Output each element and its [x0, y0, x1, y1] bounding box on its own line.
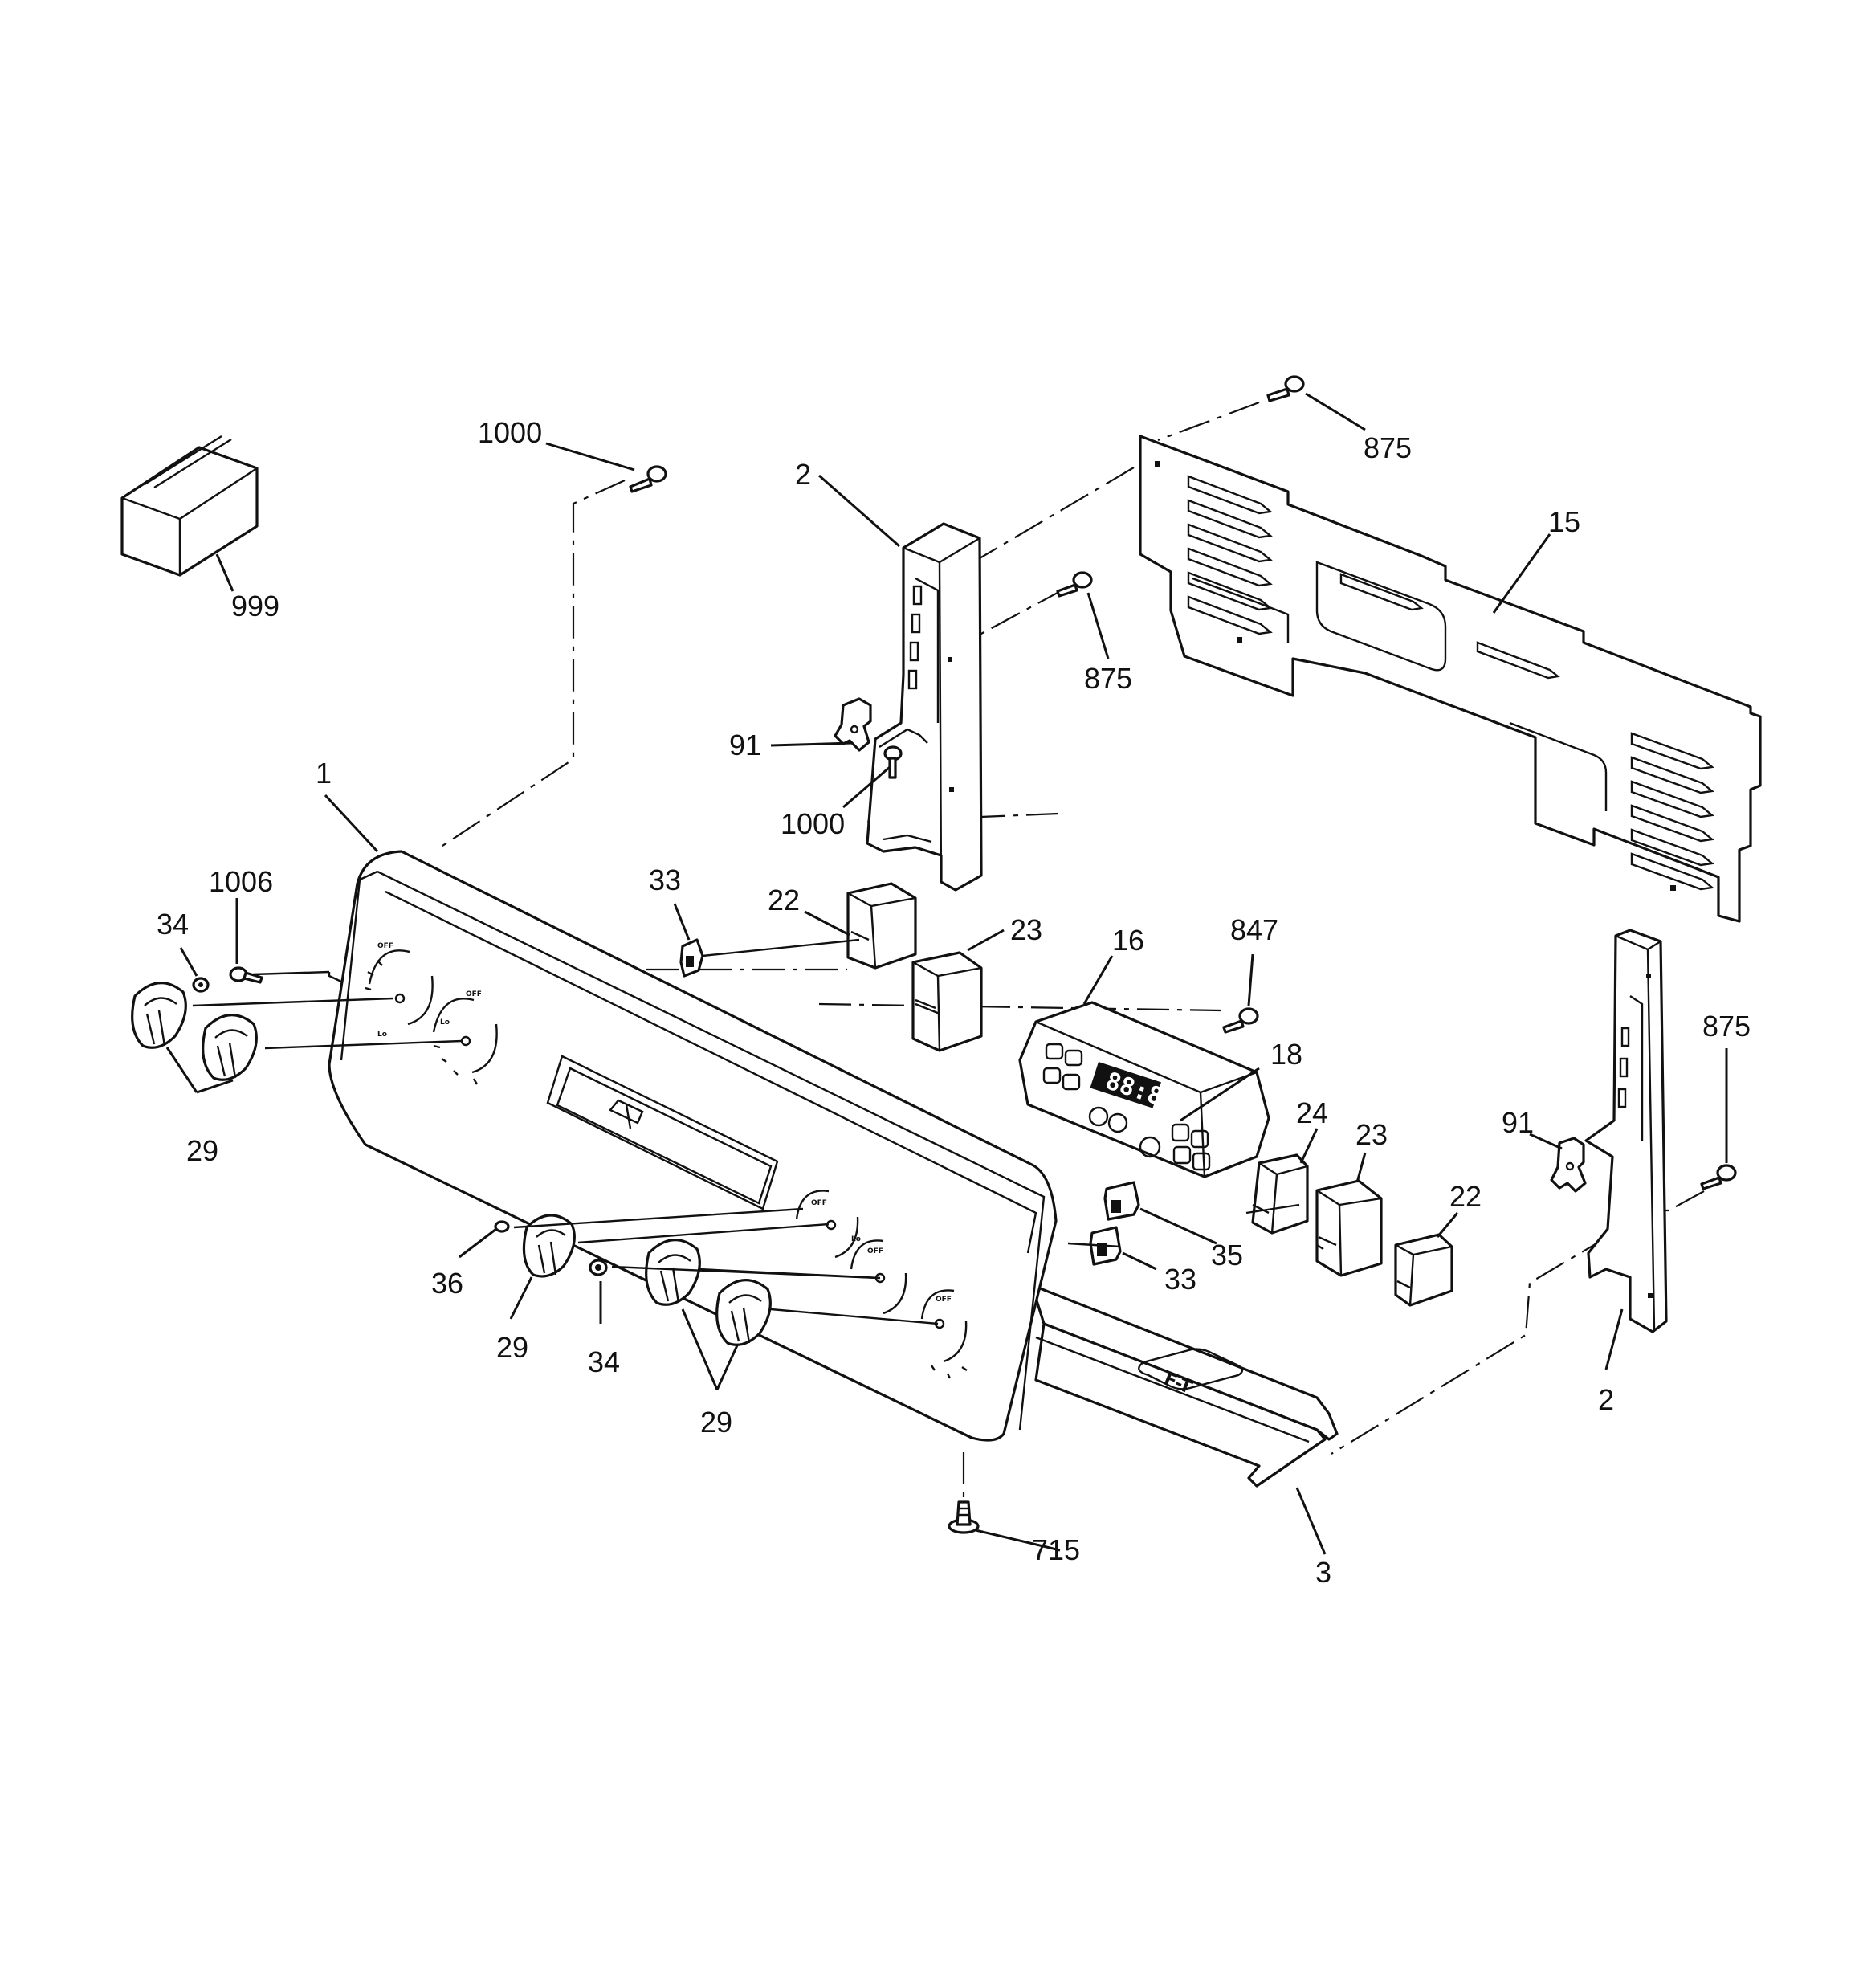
svg-text:OFF: OFF: [936, 1296, 952, 1304]
callout-35: 35: [1211, 1239, 1243, 1272]
knob-alignment-lines: [192, 938, 1324, 1325]
callout-2-right: 2: [1598, 1383, 1614, 1416]
callout-33-top: 33: [649, 863, 681, 896]
callout-23-bottom: 23: [1355, 1118, 1388, 1151]
part-29-knob-1: [131, 982, 187, 1049]
leader-lines: [165, 392, 1728, 1555]
dial-left-upper: OFF Lo: [365, 942, 434, 1039]
callout-91-left: 91: [729, 729, 761, 761]
callout-36: 36: [431, 1267, 463, 1300]
callout-33-bottom: 33: [1164, 1263, 1196, 1296]
screws: [229, 375, 1737, 1534]
callout-875-top: 875: [1364, 431, 1412, 464]
screw-875-right: [1700, 1164, 1737, 1190]
callout-1006: 1006: [209, 865, 273, 898]
dial-left-lower: OFF Lo: [432, 990, 498, 1085]
callout-23-top: 23: [1010, 913, 1042, 946]
callout-715: 715: [1032, 1533, 1080, 1566]
part-33-switch-top: [679, 938, 704, 978]
callout-847: 847: [1230, 913, 1278, 946]
callout-22-bottom: 22: [1449, 1180, 1482, 1213]
part-36-screw: [494, 1220, 510, 1233]
callout-34-left: 34: [157, 908, 189, 941]
display-window: [1090, 1062, 1161, 1108]
svg-text:OFF: OFF: [377, 942, 393, 950]
part-3-trim-rail: F-T: [1030, 1284, 1339, 1488]
part-34-nut-left: [192, 977, 210, 993]
screw-1000-top: [629, 465, 667, 493]
svg-text:OFF: OFF: [466, 990, 482, 998]
screw-847: [1222, 1007, 1259, 1034]
dial-right-1: OFF: [795, 1190, 859, 1259]
callout-15: 15: [1548, 505, 1580, 538]
callout-875-right: 875: [1702, 1010, 1751, 1043]
part-29-knob-4: [645, 1239, 701, 1306]
part-1-control-panel: OFF Lo OFF Lo OFF: [328, 850, 1058, 1442]
svg-text:Lo: Lo: [377, 1031, 387, 1039]
part-15-rear-panel: [1139, 435, 1762, 923]
callout-numbers: 999 1000 2 875 15 875 91 1000 1 1006 34 …: [157, 416, 1751, 1589]
control-touch-buttons: [1042, 1043, 1211, 1171]
part-22-switch-top: [846, 882, 917, 970]
screw-875-top: [1266, 375, 1305, 402]
screw-1006: [229, 966, 263, 984]
part-2-right-bracket: [1584, 929, 1668, 1333]
callout-91-right: 91: [1502, 1106, 1534, 1139]
panel-vent-slots: [1187, 475, 1714, 891]
part-2-left-bracket: [866, 522, 983, 892]
part-91-right-clip: [1550, 1137, 1587, 1193]
callout-29-bottom: 29: [700, 1406, 732, 1439]
part-34-nut-bottom: [589, 1259, 608, 1276]
knobs: [131, 982, 772, 1346]
dial-markings: OFF Lo OFF Lo OFF: [365, 942, 968, 1379]
part-23-switch-bottom: [1315, 1179, 1383, 1277]
part-24-switch: [1251, 1153, 1309, 1235]
part-91-left-clip: [834, 697, 872, 752]
callout-1000-mid: 1000: [781, 807, 845, 840]
part-22-switch-bottom: [1394, 1233, 1453, 1307]
callout-3: 3: [1315, 1556, 1331, 1589]
callout-24: 24: [1296, 1096, 1328, 1129]
part-999-box: [120, 435, 259, 577]
callout-29-left: 29: [186, 1134, 218, 1167]
callout-16: 16: [1112, 924, 1144, 957]
screw-875-mid: [1056, 571, 1093, 598]
callout-1: 1: [316, 757, 332, 790]
screw-715: [948, 1500, 980, 1534]
part-29-knob-2: [202, 1014, 258, 1081]
callout-875-mid: 875: [1084, 662, 1132, 695]
part-16-oven-control: 88:88: [1018, 1001, 1270, 1178]
part-35-switch: [1103, 1181, 1140, 1221]
callout-1000-top: 1000: [478, 416, 542, 449]
callout-29-mid: 29: [496, 1331, 528, 1364]
callout-2-left: 2: [795, 458, 811, 491]
svg-text:OFF: OFF: [811, 1199, 827, 1207]
screw-1000-mid: [883, 745, 903, 779]
callout-34-bottom: 34: [588, 1345, 620, 1378]
svg-text:OFF: OFF: [867, 1247, 883, 1255]
part-29-knob-3: [522, 1214, 576, 1278]
part-29-knob-5: [715, 1279, 772, 1346]
callout-18: 18: [1270, 1038, 1302, 1071]
callout-22-top: 22: [768, 884, 800, 916]
svg-text:Lo: Lo: [440, 1018, 450, 1027]
part-23-switch-top: [911, 951, 983, 1052]
svg-text:Lo: Lo: [851, 1235, 861, 1243]
callout-999: 999: [231, 590, 279, 623]
